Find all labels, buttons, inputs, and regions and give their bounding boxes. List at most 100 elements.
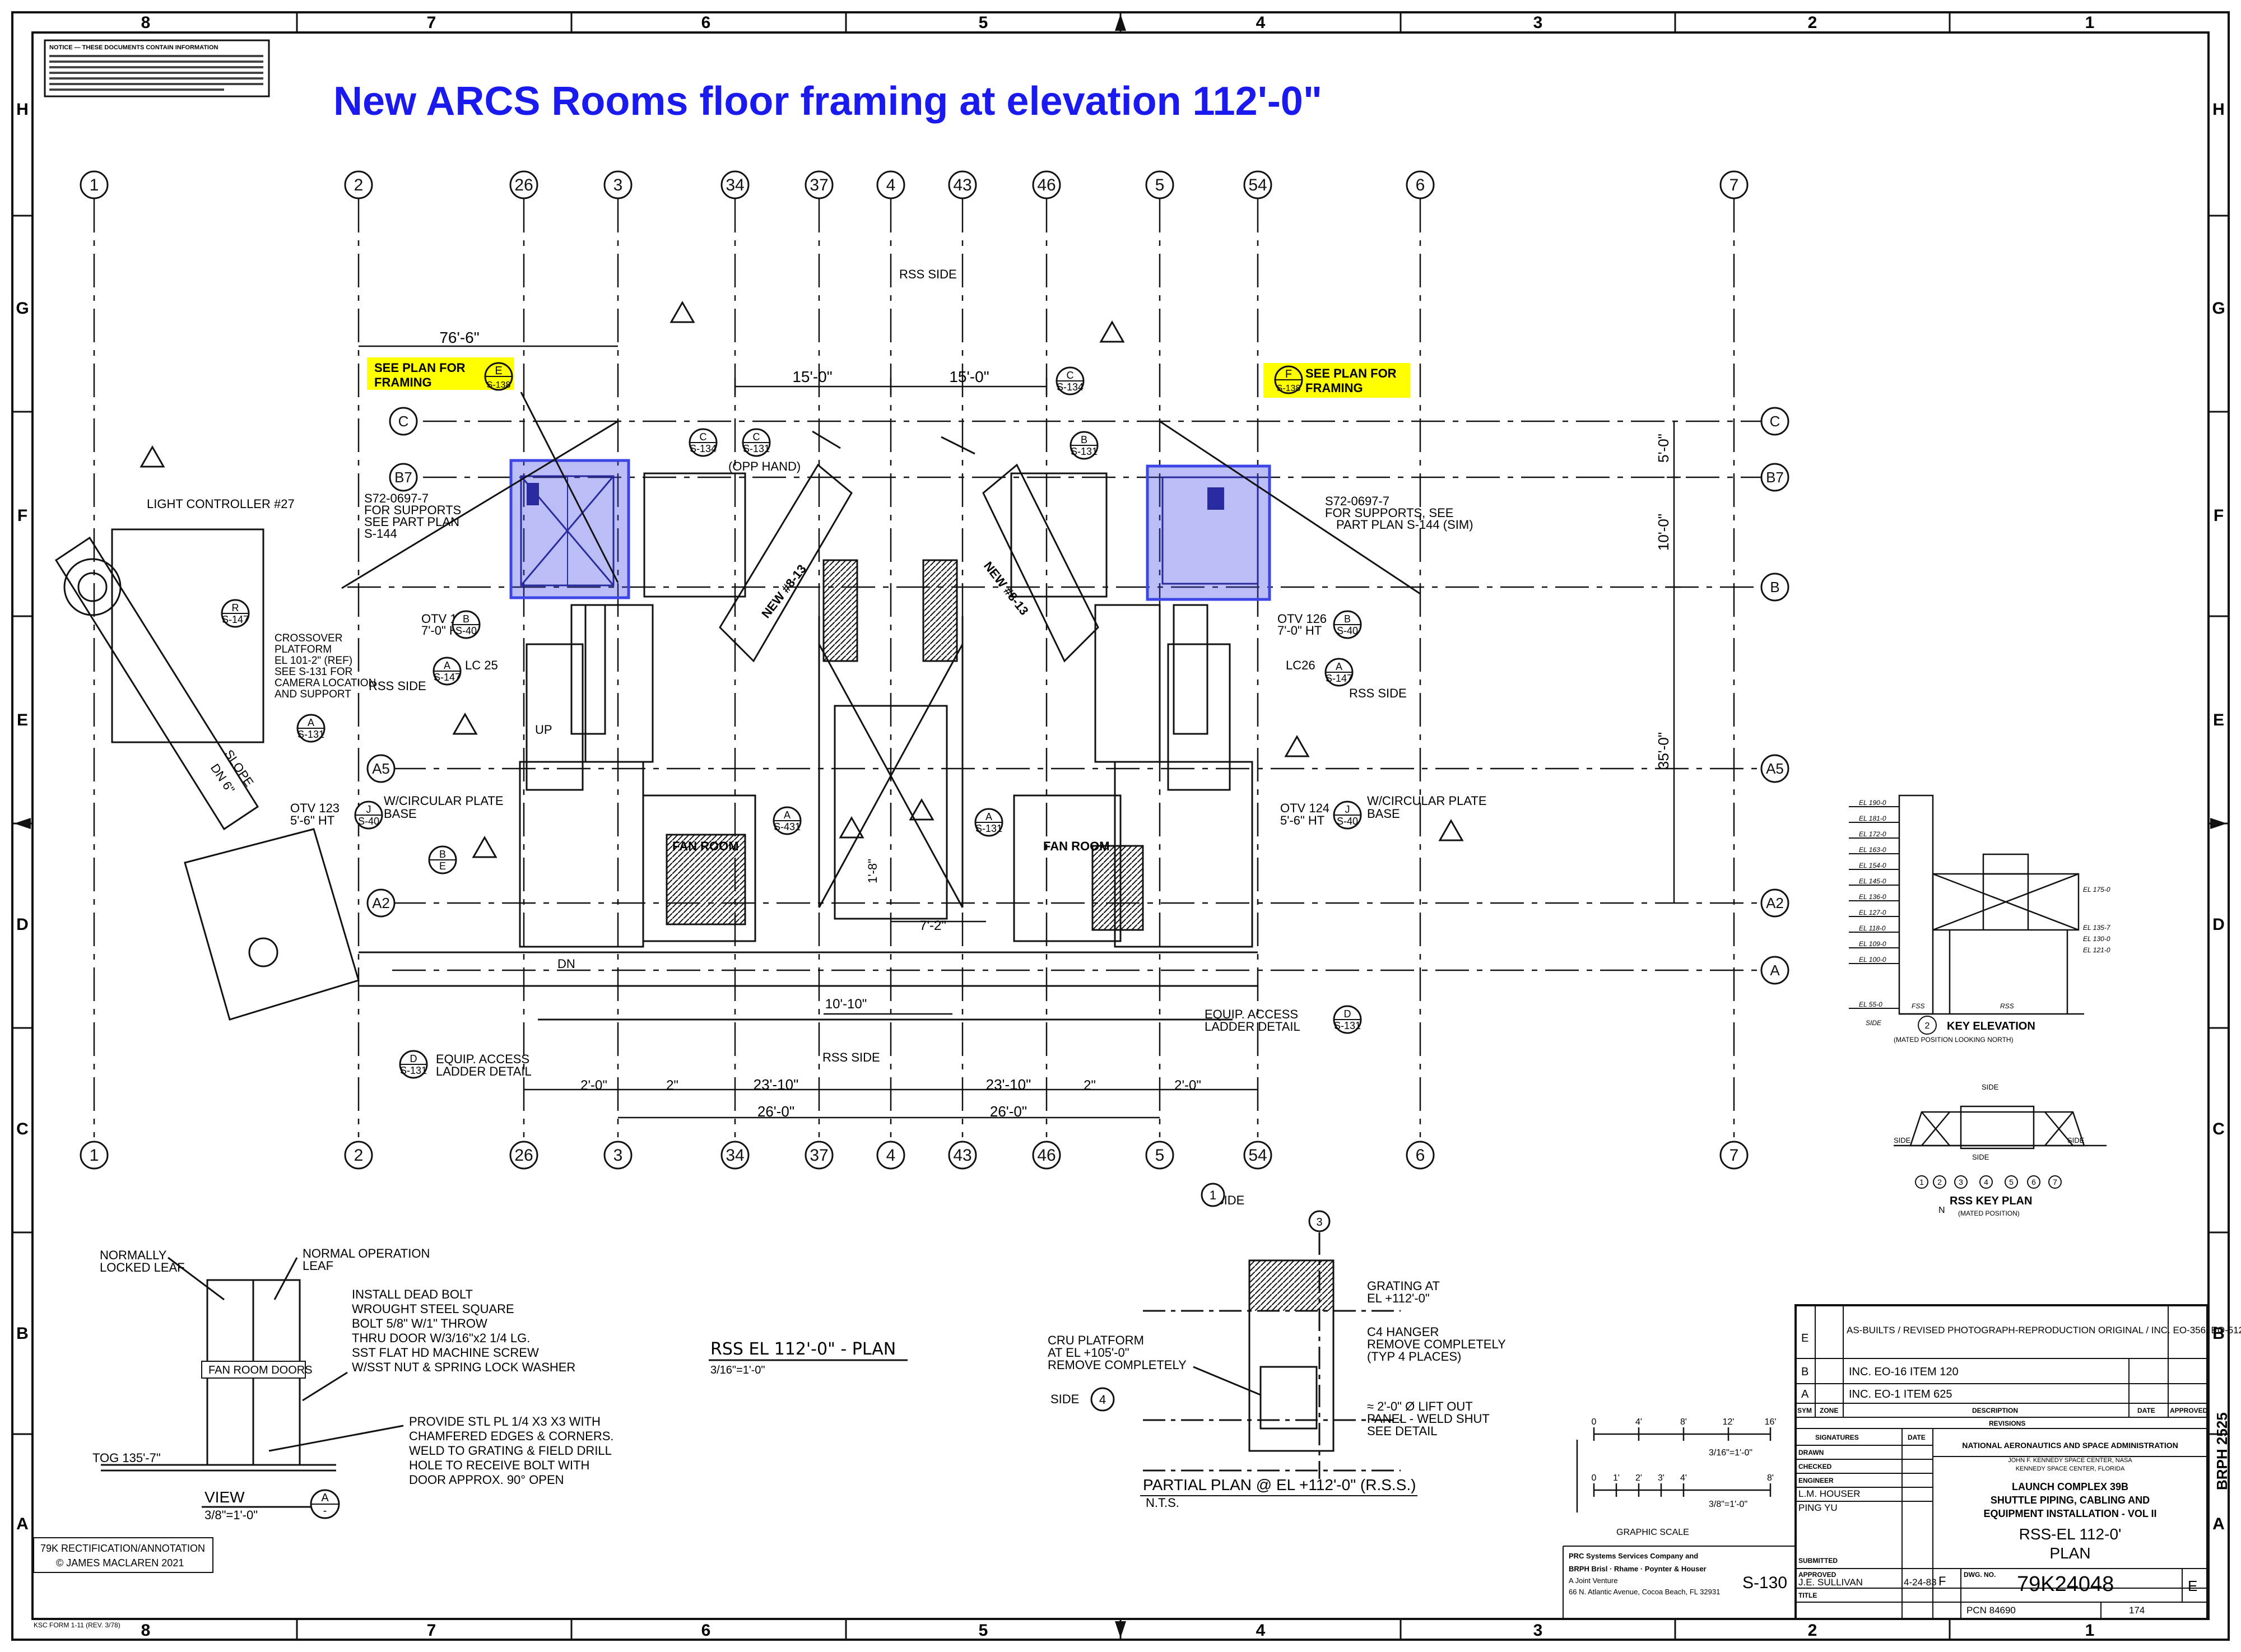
border-col-7-top: 7 [427,13,436,32]
svg-text:5: 5 [1155,176,1165,194]
elev-label-4: EL 154-0 [1859,862,1886,869]
plan-structure [54,392,1421,1021]
svg-text:C: C [1770,413,1780,430]
rev-header: REVISIONS [1989,1420,2025,1427]
note-rss-side-2: RSS SIDE [1349,686,1407,700]
note-circular-left-2: BASE [384,807,417,821]
note-equip-right-1: EQUIP. ACCESS [1205,1007,1298,1021]
detail-bubble-d-s131-right[interactable]: DS-131 [1333,1005,1362,1034]
detail-bubble-j-s40-left[interactable]: JS-40 [354,801,383,830]
door-provide-3: WELD TO GRATING & FIELD DRILL [409,1444,612,1458]
svg-text:S-138: S-138 [487,380,511,390]
detail-bubble-a-s147-left[interactable]: AS-147 [433,657,462,686]
tb-agency: NATIONAL AERONAUTICS AND SPACE ADMINISTR… [1962,1441,2178,1450]
border-row-D-left: D [16,915,29,934]
svg-text:S-131: S-131 [743,443,770,454]
svg-text:A5: A5 [372,760,390,777]
svg-text:D: D [410,1053,417,1064]
svg-text:6: 6 [1416,176,1425,194]
tb-houser: L.M. HOUSER [1798,1488,1861,1499]
graphic-scale: 0 4' 8' 12' 16' 0 1' 2' 3' 4' 8' 3/16"=1… [1576,1417,1776,1537]
detail-bubble-b-s131[interactable]: BS-131 [1070,431,1099,460]
door-install-1: INSTALL DEAD BOLT [352,1287,473,1301]
border-col-1-top: 1 [2085,13,2095,32]
tb-dwg-label: DWG. NO. [1964,1571,1996,1579]
svg-text:C: C [398,413,409,430]
detail-bubble-a-s131-left[interactable]: AS-131 [296,714,326,743]
detail-bubble-c-s131[interactable]: CS-131 [742,428,771,457]
footer-form: KSC FORM 1-11 (REV. 3/78) [34,1621,120,1629]
border-col-7-bottom: 7 [427,1621,436,1640]
callout-see-plan-right[interactable]: F S-138 SEE PLAN FOR FRAMING [1263,363,1410,398]
see-plan-left-line2: FRAMING [374,375,432,389]
detail-bubble-r-s147[interactable]: RS-147 [221,599,250,628]
door-install-4: THRU DOOR W/3/16"x2 1/4 LG. [352,1331,530,1345]
svg-text:7: 7 [1729,1146,1739,1165]
grid-bubble-7-bottom: 7 [1719,1141,1749,1170]
annotation-line-1: 79K RECTIFICATION/ANNOTATION [40,1543,205,1554]
svg-text:2: 2 [1925,1021,1930,1031]
dim-right-23-10: 23'-10" [986,1076,1031,1093]
rss-plan-title-block: RSS EL 112'-0" - PLAN 3/16"=1'-0" [709,1339,908,1376]
svg-text:B: B [1081,434,1087,445]
svg-text:A: A [1336,661,1342,672]
tb-size: F [1938,1574,1946,1588]
detail-bubble-c-s134[interactable]: CS-134 [689,428,718,457]
svg-text:4: 4 [1099,1393,1106,1407]
svg-text:SIDE: SIDE [1972,1153,1989,1161]
svg-text:37: 37 [810,176,828,194]
grid-bubble-1-top: 1 [80,170,109,199]
border-col-1-bottom: 1 [2085,1621,2095,1640]
border-col-4-bottom: 4 [1256,1621,1266,1640]
door-provide-5: DOOR APPROX. 90° OPEN [409,1473,564,1487]
partial-cru-2: AT EL +105'-0" [1048,1346,1129,1360]
door-install-2: WROUGHT STEEL SQUARE [352,1302,514,1316]
svg-text:A2: A2 [1766,895,1784,911]
arcs-room-left-overlay[interactable] [509,459,630,599]
note-crossover-2: PLATFORM [275,644,332,655]
scale-top-8: 8' [1680,1417,1687,1427]
note-equip-left-1: EQUIP. ACCESS [436,1052,529,1066]
see-plan-right-line2: FRAMING [1305,381,1363,395]
svg-text:34: 34 [726,1146,744,1165]
rev-sym-A: A [1801,1388,1809,1400]
svg-text:54: 54 [1248,176,1267,194]
grid-row-A5-left: A5 [366,754,396,783]
tb-sullivan: J.E. SULLIVAN [1798,1577,1863,1588]
note-otv124-1: OTV 124 [1280,801,1329,815]
border-row-F-right: F [2214,506,2224,525]
svg-text:A5: A5 [1766,760,1784,777]
arcs-room-right-overlay[interactable] [1146,464,1271,601]
door-install-3: BOLT 5/8" W/1" THROW [352,1316,487,1330]
detail-bubble-d-s131-left[interactable]: DS-131 [399,1050,428,1079]
detail-bubble-a-s147-right[interactable]: AS-147 [1324,658,1354,687]
detail-bubble-j-s40-right[interactable]: JS-40 [1333,801,1362,830]
tb-engineer: ENGINEER [1798,1477,1834,1485]
detail-bubble-c-s134-top[interactable]: CS-134 [1056,366,1085,395]
door-view-detail: NORMALLY LOCKED LEAF NORMAL OPERATION LE… [92,1246,614,1522]
svg-text:3: 3 [1316,1216,1322,1228]
note-s72-left-3: SEE PART PLAN [364,515,459,529]
callout-see-plan-left[interactable]: SEE PLAN FOR FRAMING E S-138 [367,357,514,391]
svg-text:S-131: S-131 [297,729,324,740]
detail-bubble-a-s131-center[interactable]: AS-131 [974,808,1003,837]
dim-right-10: 10'-0" [1655,514,1672,551]
svg-text:E: E [495,365,502,377]
door-view-scale: 3/8"=1'-0" [204,1508,258,1522]
detail-bubble-a-s431[interactable]: AS-431 [773,806,802,835]
svg-text:A: A [985,811,992,822]
elev-label-0: EL 190-0 [1859,799,1886,807]
detail-bubble-b-s40-right[interactable]: BS-40 [1333,610,1362,639]
tb-project-3: EQUIPMENT INSTALLATION - VOL II [1984,1508,2157,1519]
elev-label-8: EL 118-0 [1859,924,1886,932]
svg-text:A: A [784,809,791,821]
detail-bubble-b-s40-left[interactable]: BS-40 [452,610,481,639]
svg-text:S-40: S-40 [1337,816,1358,827]
note-otv126-1: OTV 126 [1277,612,1327,626]
note-crossover-1: CROSSOVER [275,632,342,644]
scale-top-12: 12' [1723,1417,1735,1427]
grid-bubble-4-bottom: 4 [876,1141,905,1170]
key-plan-num-4: 4 [1984,1178,1988,1186]
detail-bubble-b-e[interactable]: BE [428,845,457,874]
